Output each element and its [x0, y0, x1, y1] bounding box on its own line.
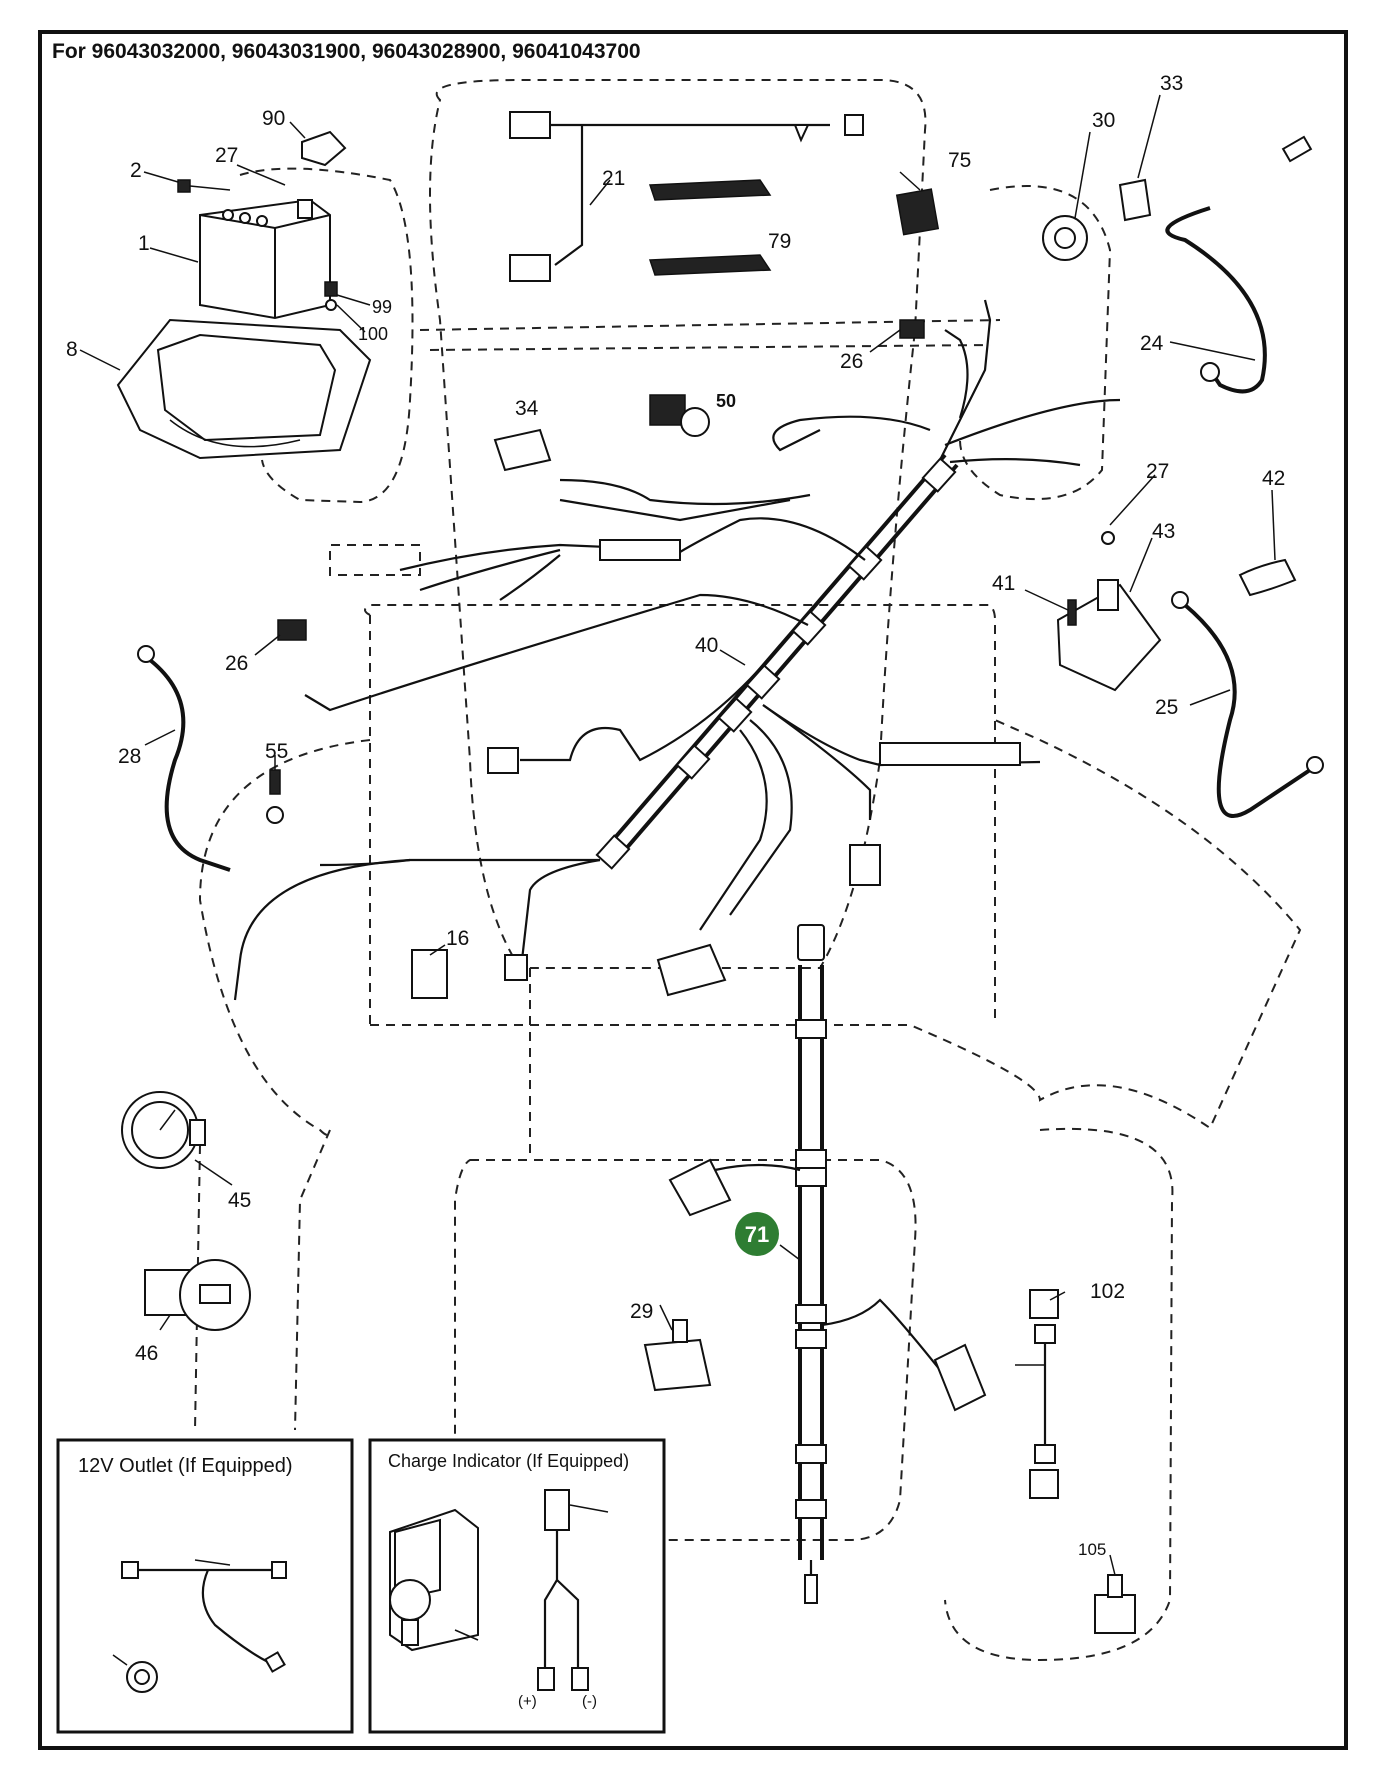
rear-harness — [714, 924, 941, 1604]
tray-bolt — [324, 281, 338, 311]
callout-71: 71 — [745, 1222, 769, 1247]
seat-switch — [643, 1319, 712, 1392]
connector — [849, 844, 881, 886]
connector — [933, 1343, 987, 1412]
light-switch — [493, 428, 552, 472]
callout-50: 50 — [716, 391, 736, 411]
main-harness — [233, 299, 1121, 1001]
solenoid-cable — [1171, 591, 1324, 818]
fuse-holder — [879, 742, 1021, 766]
callout-26: 26 — [840, 350, 863, 373]
callout-46: 46 — [135, 1342, 158, 1365]
callout-16: 16 — [446, 927, 469, 950]
dash-outline — [364, 604, 996, 1025]
connector — [504, 954, 528, 981]
callout-40: 40 — [695, 634, 718, 657]
callout-27: 27 — [215, 144, 238, 167]
inset-charge-indicator: Charge Indicator (If Equipped) (+) (-) — [368, 1438, 666, 1734]
inset-title-outlet: 12V Outlet (If Equipped) — [78, 1455, 293, 1477]
callout-26: 26 — [225, 652, 248, 675]
ignition-switch — [1042, 215, 1088, 261]
callout-75: 75 — [948, 149, 971, 172]
bracket — [648, 179, 772, 276]
ground-wire — [559, 498, 791, 522]
inset-title-charge: Charge Indicator (If Equipped) — [388, 1451, 629, 1471]
battery-bolt — [177, 179, 231, 193]
fuse-holder — [599, 539, 681, 561]
ignition-key — [1118, 178, 1152, 222]
hour-counter — [144, 1259, 251, 1331]
pigtail-wire — [419, 548, 561, 592]
charge-minus-label: (-) — [582, 1693, 597, 1710]
callout-55: 55 — [265, 740, 288, 763]
charge-plus-label: (+) — [518, 1693, 537, 1710]
pto-switch — [649, 394, 710, 437]
hour-meter — [121, 1091, 206, 1169]
ground-cable — [137, 645, 231, 872]
left-lower-outline — [194, 1129, 331, 1431]
callout-105: 105 — [1078, 1540, 1106, 1559]
pigtail-wire — [499, 554, 561, 601]
callout-41: 41 — [992, 572, 1015, 595]
terminal-boot — [1238, 558, 1297, 597]
seat-switch-connector — [656, 943, 727, 997]
callout-8: 8 — [66, 338, 78, 361]
inset-12v-outlet: 12V Outlet (If Equipped) — [56, 1438, 354, 1734]
callout-42: 42 — [1262, 467, 1285, 490]
ignition-outline — [959, 185, 1112, 501]
page-title: For 96043032000, 96043031900, 9604302890… — [52, 40, 641, 63]
callout-33: 33 — [1160, 72, 1183, 95]
battery-tray — [116, 318, 372, 460]
callout-99: 99 — [372, 297, 392, 317]
starter-solenoid — [1056, 531, 1162, 692]
reverse-switch — [1094, 1574, 1136, 1634]
connector — [411, 949, 448, 999]
ground-wire — [559, 478, 811, 506]
rear-right-outline — [944, 1127, 1174, 1662]
callout-29: 29 — [630, 1300, 653, 1323]
callout-79: 79 — [768, 230, 791, 253]
callout-2: 2 — [130, 159, 142, 182]
highlighted-callout-71: 71 — [735, 1212, 779, 1256]
frame-outline — [194, 79, 1302, 1662]
callout-45: 45 — [228, 1189, 251, 1212]
callout-21: 21 — [602, 167, 625, 190]
callout-102: 102 — [1090, 1280, 1125, 1303]
callout-43: 43 — [1152, 520, 1175, 543]
relay — [895, 188, 940, 236]
callout-25: 25 — [1155, 696, 1178, 719]
harness-clips — [595, 457, 957, 870]
callout-100: 100 — [358, 324, 388, 344]
connector — [487, 747, 519, 774]
deck-right-outline — [370, 719, 1302, 1130]
callout-28: 28 — [118, 745, 141, 768]
leader-lines — [79, 94, 1276, 1576]
callout-27: 27 — [1146, 460, 1169, 483]
left-fender-outline — [198, 739, 371, 1136]
reverse-harness — [1015, 1289, 1059, 1499]
connector-outline — [329, 544, 421, 576]
ground-screw — [266, 769, 284, 824]
callout-30: 30 — [1092, 109, 1115, 132]
pigtail-wire — [399, 543, 681, 572]
callout-1: 1 — [138, 232, 150, 255]
seat-outline — [454, 1159, 917, 1541]
hood-outline — [429, 79, 927, 969]
fuse — [899, 319, 925, 339]
callout-90: 90 — [262, 107, 285, 130]
sub-harness — [509, 111, 864, 282]
hood-crossline — [429, 344, 991, 351]
callout-labels: 1 2 8 16 21 24 25 26 26 27 27 28 29 30 3… — [66, 72, 1285, 1660]
callout-34: 34 — [515, 397, 539, 420]
fuse — [277, 619, 307, 641]
terminal-boot — [301, 130, 347, 167]
connector — [668, 1158, 732, 1217]
battery — [199, 198, 331, 320]
callout-24: 24 — [1140, 332, 1164, 355]
battery-cable — [1165, 135, 1313, 394]
